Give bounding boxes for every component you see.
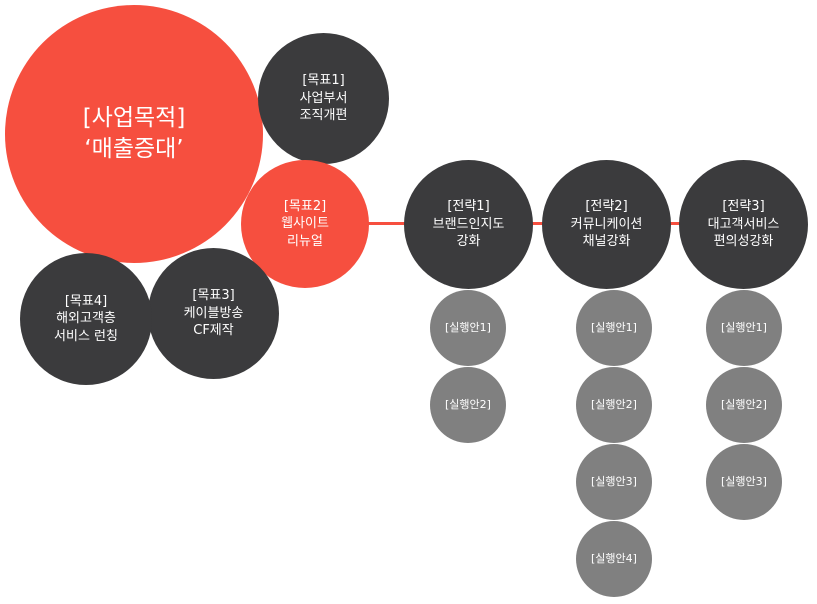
goal-2-circle: [목표2] 웹사이트 리뉴얼 — [241, 160, 369, 288]
strategy-1-action-1: [실행안1] — [430, 290, 506, 366]
goal-4-line2: 서비스 런칭 — [54, 328, 118, 344]
strategy-3-line1: 대고객서비스 — [707, 216, 780, 232]
goal-1-tag: [목표1] — [302, 73, 345, 89]
purpose-subtitle: ‘매출증대’ — [84, 136, 184, 162]
action-label: [실행안3] — [721, 474, 767, 488]
goal-2-line1: 웹사이트 — [281, 216, 329, 232]
strategy-2-action-1: [실행안1] — [576, 290, 652, 366]
purpose-title: [사업목적] — [82, 104, 186, 131]
strategy-1-line2: 강화 — [456, 234, 481, 250]
strategy-2-line2: 채널강화 — [582, 234, 631, 250]
strategy-1-line1: 브랜드인지도 — [432, 216, 505, 232]
action-label: [실행안2] — [445, 397, 491, 411]
goal-3-line2: CF제작 — [193, 323, 234, 339]
strategy-1-action-2: [실행안2] — [430, 367, 506, 443]
action-label: [실행안1] — [591, 320, 637, 334]
action-label: [실행안2] — [591, 397, 637, 411]
goal-2-tag: [목표2] — [283, 198, 327, 214]
business-purpose-circle: [사업목적] ‘매출증대’ — [5, 5, 263, 263]
strategy-2-line1: 커뮤니케이션 — [570, 216, 643, 232]
strategy-2-action-2: [실행안2] — [576, 367, 652, 443]
action-label: [실행안1] — [721, 320, 767, 334]
strategy-2-action-3: [실행안3] — [576, 444, 652, 520]
strategy-3-circle: [전략3] 대고객서비스 편의성강화 — [679, 160, 808, 289]
strategy-2-circle: [전략2] 커뮤니케이션 채널강화 — [542, 160, 671, 289]
goal-1-line1: 사업부서 — [299, 90, 348, 106]
action-label: [실행안4] — [591, 551, 637, 565]
goal-4-line1: 해외고객층 — [56, 311, 116, 327]
action-label: [실행안2] — [721, 397, 767, 411]
strategy-3-action-3: [실행안3] — [706, 444, 782, 520]
goal-4-tag: [목표4] — [64, 293, 108, 309]
strategy-3-line2: 편의성강화 — [713, 234, 774, 250]
action-label: [실행안3] — [591, 474, 637, 488]
goal-1-line2: 조직개편 — [299, 108, 348, 124]
strategy-2-tag: [전략2] — [585, 199, 628, 215]
goal-1-circle: [목표1] 사업부서 조직개편 — [258, 33, 389, 164]
goal-4-circle: [목표4] 해외고객층 서비스 런칭 — [20, 253, 152, 385]
strategy-1-circle: [전략1] 브랜드인지도 강화 — [404, 160, 533, 289]
strategy-1-tag: [전략1] — [447, 199, 490, 215]
goal-2-line2: 리뉴얼 — [287, 233, 323, 249]
strategy-3-action-1: [실행안1] — [706, 290, 782, 366]
strategy-2-action-4: [실행안4] — [576, 521, 652, 597]
action-label: [실행안1] — [445, 320, 491, 334]
strategy-3-action-2: [실행안2] — [706, 367, 782, 443]
goal-3-tag: [목표3] — [192, 288, 235, 304]
goal-3-line1: 케이블방송 — [183, 305, 244, 321]
strategy-3-tag: [전략3] — [722, 199, 765, 215]
goal-3-circle: [목표3] 케이블방송 CF제작 — [148, 248, 279, 379]
